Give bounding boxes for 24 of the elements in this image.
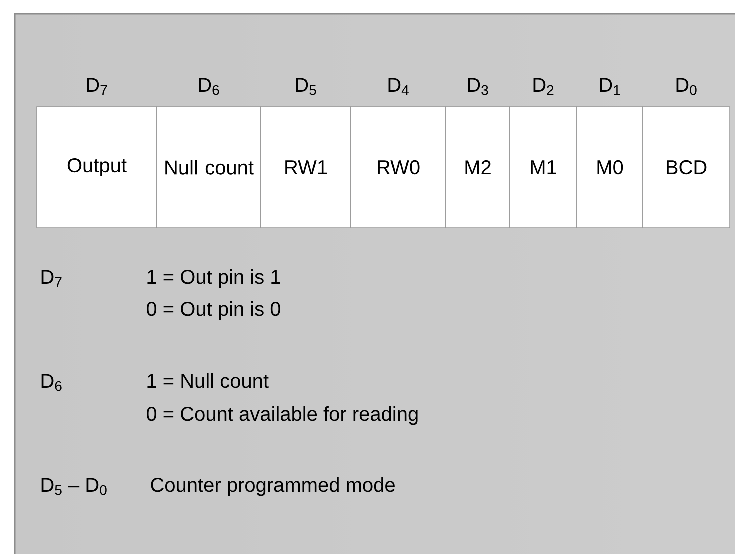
note-text: 1 = Out pin is 1	[148, 270, 280, 288]
register-cell: RW1	[260, 106, 352, 228]
bit-label: D$_{2}$	[534, 78, 554, 96]
bit-label: D$_{7}$	[87, 78, 108, 96]
bit-name: D$_{7}$	[42, 270, 62, 288]
bit-label: D$_{5}$	[296, 78, 316, 96]
bit-label: D$_{4}$	[388, 78, 409, 96]
bit-name: D$_{6}$	[42, 374, 62, 392]
register-cell: Output	[36, 106, 158, 228]
register-cell: RW0	[350, 106, 446, 228]
register-cell: M0	[576, 106, 644, 228]
register-cell: BCD	[642, 106, 730, 228]
note-text: Counter programmed mode	[151, 478, 395, 496]
note-text: 0 = Out pin is 0	[147, 302, 280, 320]
register-cell: M2	[446, 106, 510, 228]
bit-label: D$_{0}$	[676, 78, 697, 96]
bit-label: D$_{6}$	[199, 78, 220, 96]
bit-name: D$_{5}$ – D$_{0}$	[42, 478, 107, 496]
register-cell: Null count	[156, 106, 262, 228]
note-text: 0 = Count available for reading	[147, 406, 418, 426]
register-cell: M1	[510, 106, 578, 228]
bit-label: D$_{1}$	[600, 78, 620, 96]
bit-label: D$_{3}$	[468, 78, 488, 96]
note-text: 1 = Null count	[148, 374, 269, 388]
